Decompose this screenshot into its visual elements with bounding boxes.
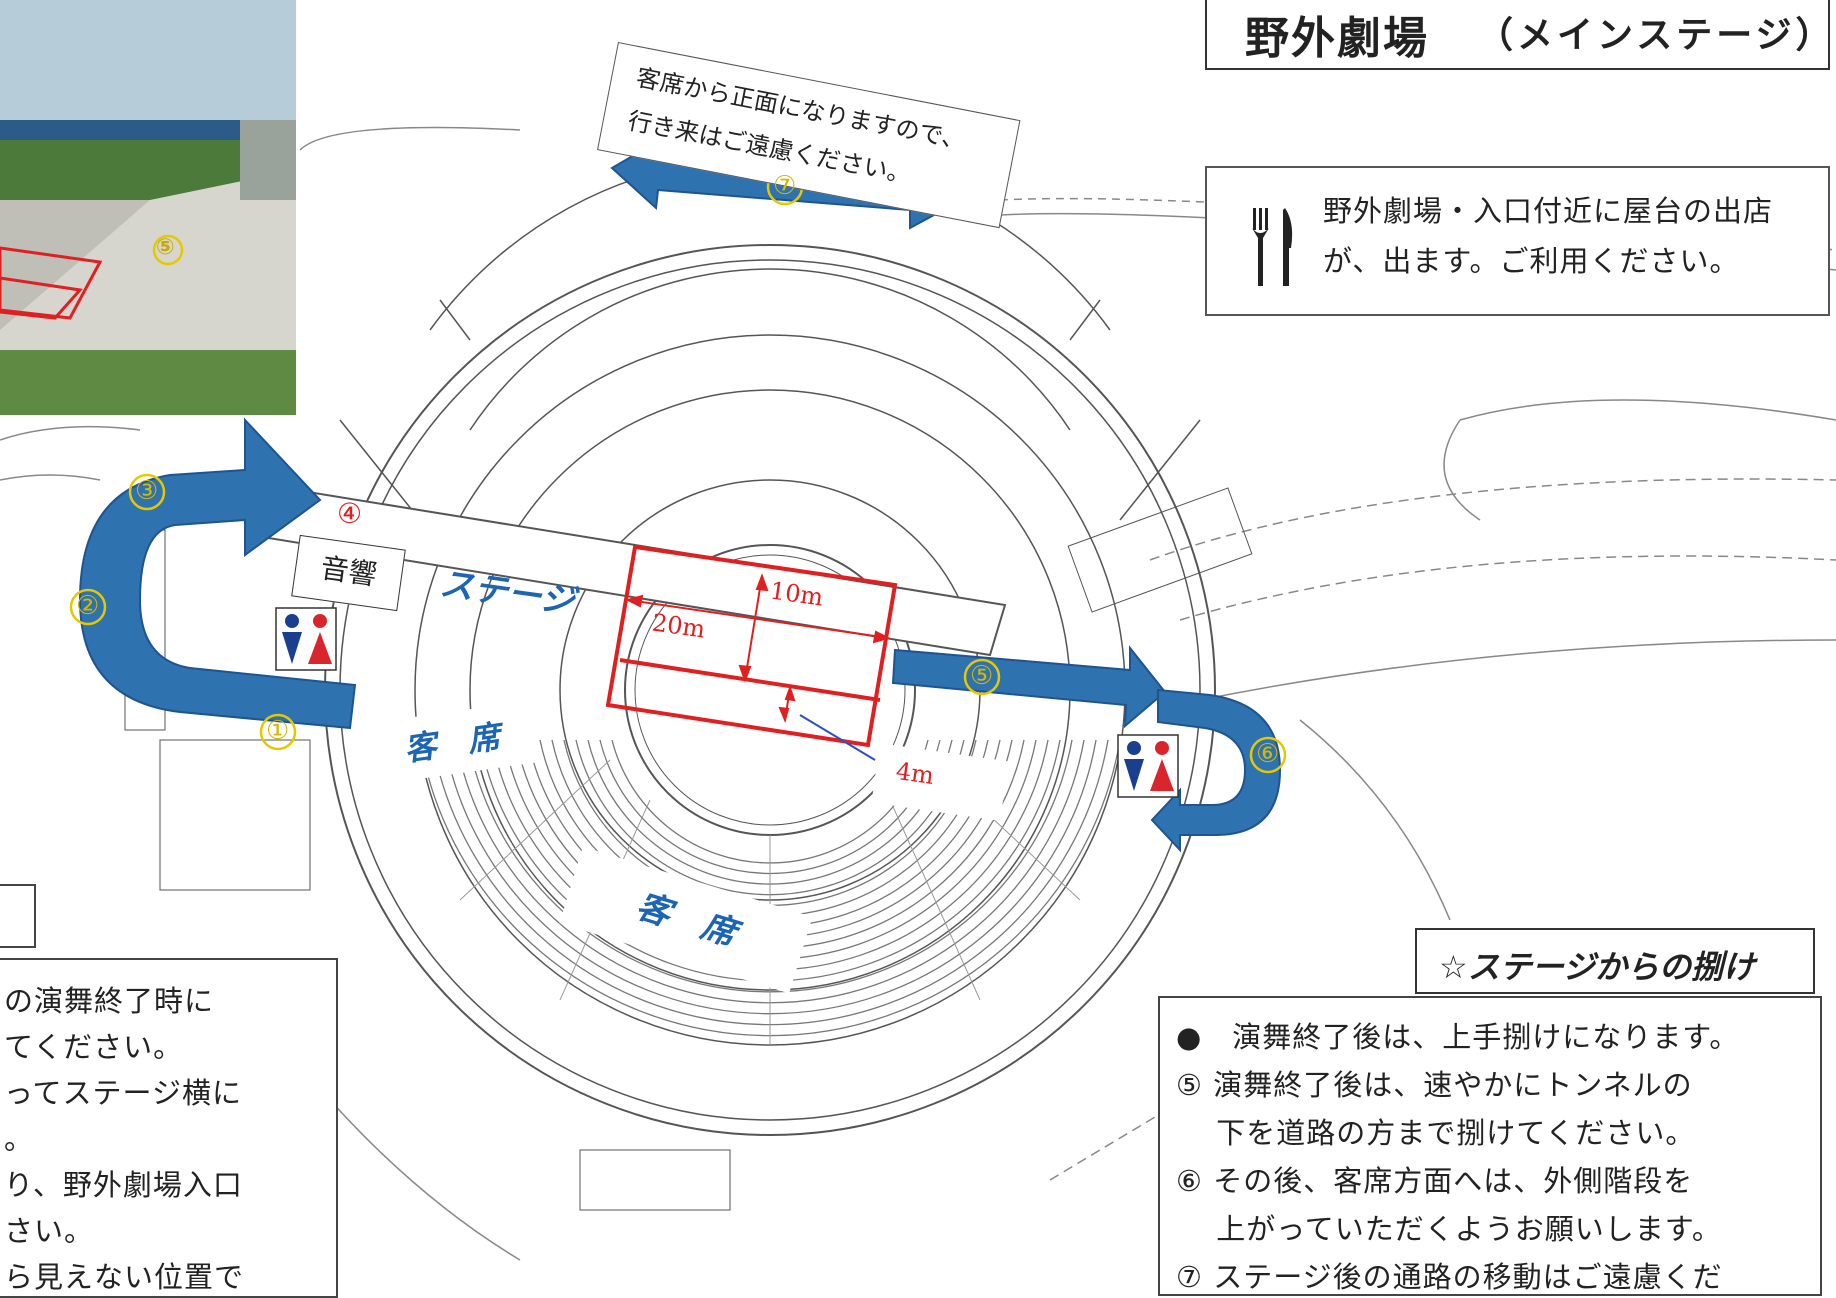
food-line-2: が、出ます。ご利用ください。 <box>1323 244 1740 278</box>
upper-structures <box>339 155 1201 521</box>
photo-marker-5: ⑤ <box>156 235 175 260</box>
food-line-1: 野外劇場・入口付近に屋台の出店 <box>1323 194 1774 228</box>
left-line: ってステージ横に <box>4 1076 242 1110</box>
stage-area-outline <box>605 544 898 748</box>
left-section-body: の演舞終了時に てください。 ってステージ横に 。 り、野外劇場入口 さい。 ら… <box>0 958 338 1298</box>
exit-line: ● 演舞終了後は、上手捌けになります。 <box>1176 1020 1740 1054</box>
exit-line: ⑦ ステージ後の通路の移動はご遠慮くだ <box>1176 1260 1723 1294</box>
arrow-6 <box>1150 688 1282 853</box>
marker-1: ① <box>266 716 290 746</box>
dimension-lines <box>625 573 891 724</box>
arrow-5 <box>891 645 1167 729</box>
exit-line: ⑤ 演舞終了後は、速やかにトンネルの <box>1176 1068 1693 1102</box>
exit-line: ⑥ その後、客席方面へは、外側階段を <box>1176 1164 1694 1198</box>
marker-6: ⑥ <box>1256 739 1280 769</box>
title-box: 野外劇場 （メインステージ） <box>1205 0 1836 70</box>
left-line: り、野外劇場入口 <box>4 1168 243 1202</box>
exit-line: 上がっていただくようお願いします。 <box>1176 1212 1722 1246</box>
exit-section-title-box: ☆ステージからの捌け <box>1415 928 1815 994</box>
left-line: ら見えない位置で <box>4 1260 245 1294</box>
photo-inset <box>0 0 296 415</box>
marker-4: ④ <box>337 497 363 530</box>
arrow-uturn-left <box>78 417 357 730</box>
left-line: の演舞終了時に <box>4 984 215 1018</box>
toilet-icon-left <box>275 607 337 671</box>
left-small-box <box>0 884 36 948</box>
page-title: 野外劇場 <box>1245 13 1429 64</box>
exit-section-title: ☆ステージからの捌け <box>1439 948 1756 986</box>
page-subtitle: （メインステージ） <box>1477 15 1836 56</box>
left-line: さい。 <box>4 1214 95 1248</box>
marker-3: ③ <box>135 476 159 506</box>
marker-5: ⑤ <box>970 661 994 691</box>
marker-7: ⑦ <box>773 171 797 201</box>
exit-line: 下を道路の方まで捌けてください。 <box>1176 1116 1696 1150</box>
fork-knife-icon <box>1252 208 1293 286</box>
left-line: てください。 <box>4 1030 184 1064</box>
left-line: 。 <box>4 1122 35 1156</box>
toilet-icon-right <box>1117 734 1179 798</box>
food-notice: 野外劇場・入口付近に屋台の出店 が、出ます。ご利用ください。 <box>1205 166 1830 316</box>
marker-circles <box>69 168 1287 774</box>
marker-2: ② <box>76 591 100 621</box>
dim-pointer <box>799 714 876 761</box>
exit-section-body: ● 演舞終了後は、上手捌けになります。 ⑤ 演舞終了後は、速やかにトンネルの 下… <box>1158 996 1822 1296</box>
